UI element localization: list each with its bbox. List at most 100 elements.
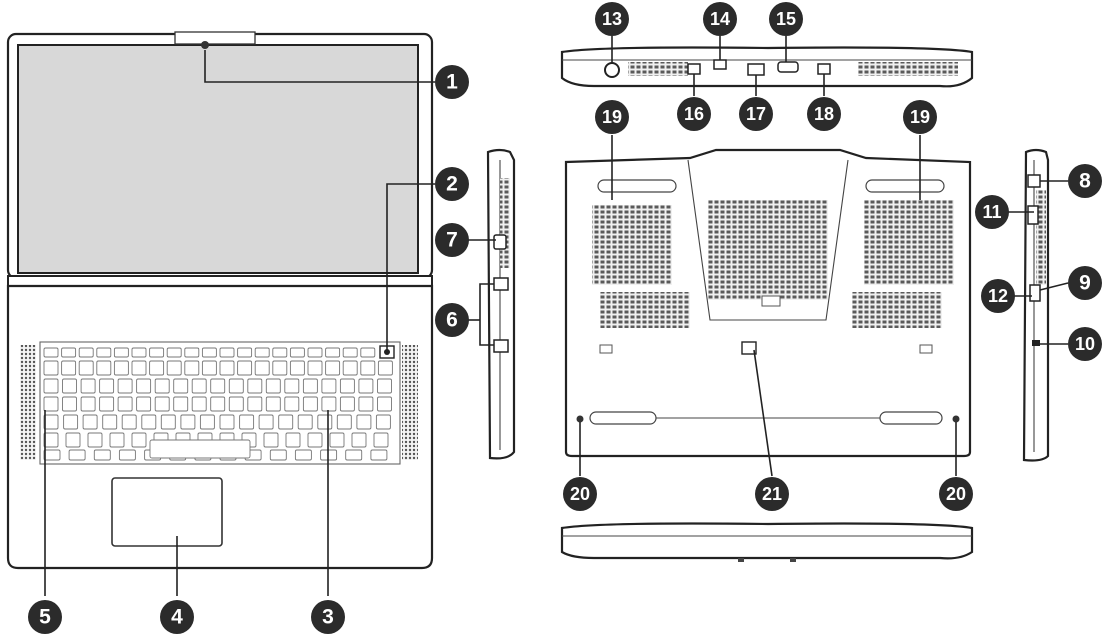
keyboard-key xyxy=(307,360,323,376)
keyboard-key xyxy=(82,414,98,430)
keyboard-key xyxy=(377,396,392,412)
keyboard-key xyxy=(117,396,133,412)
keyboard-key xyxy=(284,378,300,394)
keyboard-key xyxy=(166,347,182,358)
keyboard-key xyxy=(43,449,61,461)
callout-10-label: 10 xyxy=(1075,334,1095,354)
callout-9: 9 xyxy=(1068,266,1102,300)
keyboard-key xyxy=(358,378,374,394)
bottom-vent-left-lower xyxy=(600,292,690,328)
callout-15-label: 15 xyxy=(776,9,796,29)
keyboard-key xyxy=(284,396,300,412)
usb-port-upper xyxy=(493,277,509,291)
keyboard-key xyxy=(99,378,115,394)
callout-7-label: 7 xyxy=(446,229,458,252)
keyboard-key xyxy=(247,396,263,412)
laptop-front-view xyxy=(6,31,434,570)
keyboard-key xyxy=(342,360,358,376)
keyboard-key xyxy=(228,378,244,394)
callout-19-left: 19 xyxy=(595,100,629,134)
callout-11-label: 11 xyxy=(982,202,1001,222)
base-outline xyxy=(6,284,434,570)
callout-14: 14 xyxy=(703,2,737,36)
keyboard-key xyxy=(237,360,253,376)
keyboard-key xyxy=(113,360,129,376)
keyboard-key xyxy=(278,414,294,430)
right-speaker-grille xyxy=(402,345,418,460)
callout-2: 2 xyxy=(435,167,469,201)
laptop-left-side-view xyxy=(486,148,516,460)
keyboard-key xyxy=(239,414,255,430)
webcam-housing xyxy=(174,31,256,45)
rear-vent-right xyxy=(858,62,958,76)
keyboard-key xyxy=(96,360,112,376)
callout-17-label: 17 xyxy=(746,104,766,124)
keyboard-key xyxy=(358,396,374,412)
keyboard-key xyxy=(336,414,352,430)
callout-3-label: 3 xyxy=(322,606,334,629)
callout-3: 3 xyxy=(311,600,345,634)
callout-4: 4 xyxy=(160,600,194,634)
keyboard-key xyxy=(102,414,118,430)
keyboard-key xyxy=(289,347,305,358)
callout-13-label: 13 xyxy=(602,9,622,29)
audio-jack-port xyxy=(493,234,507,250)
keyboard-key xyxy=(201,347,217,358)
keyboard-key xyxy=(210,396,226,412)
spacebar-key xyxy=(149,439,251,459)
callout-5: 5 xyxy=(28,600,62,634)
keyboard-key xyxy=(285,432,301,448)
bottom-vent-right xyxy=(864,200,954,285)
callout-17: 17 xyxy=(739,97,773,131)
bottom-vent-center xyxy=(708,200,828,300)
keyboard-key xyxy=(302,378,318,394)
keyboard-key xyxy=(272,360,288,376)
callout-18-label: 18 xyxy=(814,104,834,124)
keyboard-key xyxy=(173,396,189,412)
callout-19-right-label: 19 xyxy=(910,107,930,127)
speaker-bottom-left xyxy=(576,415,584,423)
keyboard-key xyxy=(61,347,77,358)
rear-vent-left xyxy=(628,62,688,76)
callout-11: 11 xyxy=(975,195,1009,229)
keyboard-key xyxy=(166,360,182,376)
callout-20-left-label: 20 xyxy=(570,484,590,504)
keyboard-key xyxy=(136,378,152,394)
keyboard-key xyxy=(360,360,376,376)
callouts: 1 2 3 4 5 6 7 8 9 10 11 12 13 14 15 16 1… xyxy=(28,2,1102,634)
keyboard-key xyxy=(63,414,79,430)
keyboard-key xyxy=(180,414,196,430)
keyboard-key xyxy=(254,360,270,376)
keyboard-key xyxy=(87,432,103,448)
callout-14-label: 14 xyxy=(710,9,730,29)
reset-hole xyxy=(741,341,757,355)
callout-20-right: 20 xyxy=(939,477,973,511)
right-side-outline xyxy=(1022,148,1050,462)
keyboard-key xyxy=(99,396,115,412)
callout-2-label: 2 xyxy=(446,173,458,196)
keyboard-key xyxy=(258,414,274,430)
keyboard-key xyxy=(65,432,81,448)
keyboard-key xyxy=(339,396,355,412)
rear-outline xyxy=(560,46,974,88)
keyboard-key xyxy=(294,449,312,461)
keyboard-key xyxy=(199,414,215,430)
callout-16: 16 xyxy=(677,97,711,131)
keyboard-key xyxy=(191,396,207,412)
keyboard-key xyxy=(117,378,133,394)
callout-12-label: 12 xyxy=(988,286,1008,306)
callout-18: 18 xyxy=(807,97,841,131)
keyboard-key xyxy=(80,396,96,412)
keyboard-key xyxy=(141,414,157,430)
keyboard-key xyxy=(136,396,152,412)
laptop-bottom-view xyxy=(564,148,972,458)
keyboard-key xyxy=(149,347,165,358)
keyboard-key xyxy=(121,414,137,430)
keyboard-key xyxy=(325,347,341,358)
callout-1-label: 1 xyxy=(446,71,458,94)
keyboard-key xyxy=(329,432,345,448)
keyboard-key xyxy=(201,360,217,376)
keyboard-key xyxy=(43,347,59,358)
callout-5-label: 5 xyxy=(39,606,51,629)
